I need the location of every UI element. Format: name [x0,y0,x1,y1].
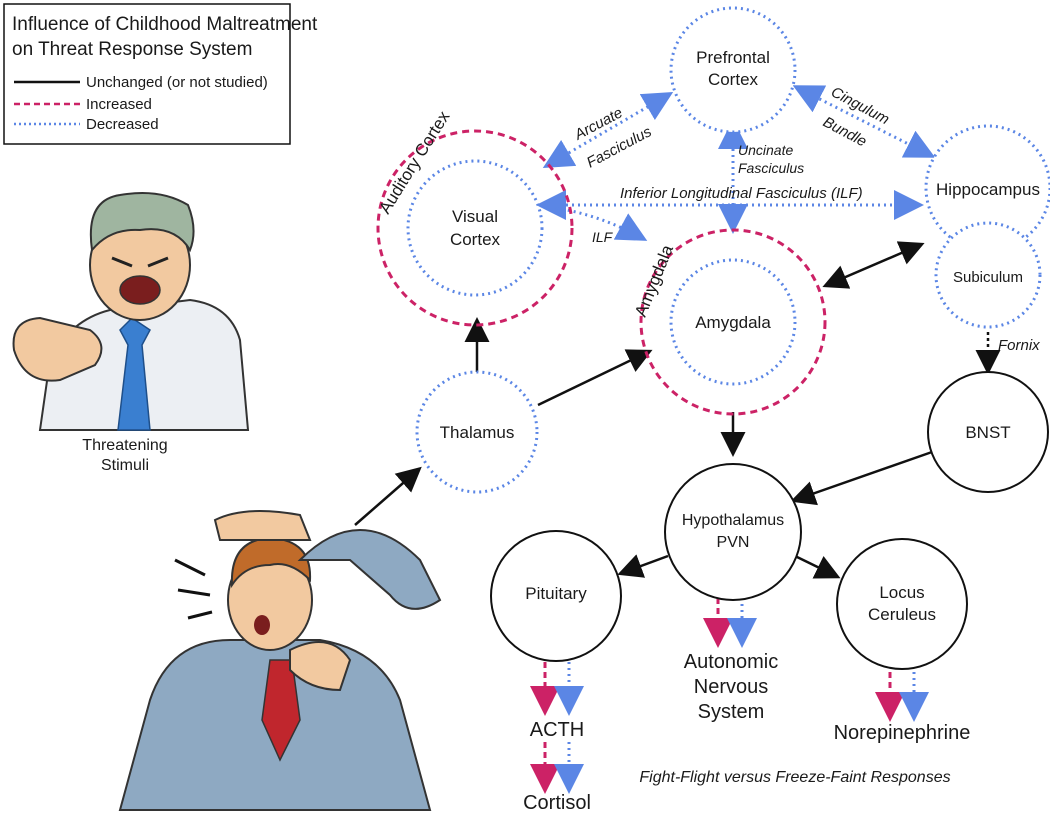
arrow-hypothalamus-to-pituitary [617,554,669,578]
acth-label: ACTH [530,719,584,741]
legend: Influence of Childhood Maltreatment on T… [3,3,318,145]
ilf-long-label: Inferior Longitudinal Fasciculus (ILF) [620,185,863,202]
threat-caption-line2: Stimuli [101,457,149,474]
arrow-amygdala-hippocampus [822,241,925,289]
cingulum-bundle-tract [792,85,936,158]
fornix-label: Fornix [998,337,1040,354]
prefrontal-label-line2: Cortex [708,70,759,89]
legend-label-decreased: Decreased [86,116,159,133]
threatening-figure-illustration: Threatening Stimuli [12,192,250,474]
node-locus-ceruleus [836,538,968,670]
solid-connections [354,241,1001,579]
node-amygdala-outer [639,228,827,416]
node-bnst [927,371,1049,493]
legend-label-increased: Increased [86,96,152,113]
arrow-bnst-to-hypothalamus [790,450,933,506]
node-amygdala [669,258,797,386]
node-subiculum [934,221,1042,329]
pointing-hand-icon [12,316,103,382]
uncinate-label-line1: Uncinate [738,142,793,158]
node-hypothalamus-pvn [664,463,802,601]
ilf-short-label: ILF [592,229,614,245]
bnst-label: BNST [965,423,1010,442]
node-thalamus [415,370,539,494]
uncinate-label-line2: Fasciculus [738,160,804,176]
visual-label-line1: Visual [452,207,498,226]
cortisol-label: Cortisol [523,792,591,813]
pituitary-label: Pituitary [525,584,587,603]
legend-title-line1: Influence of Childhood Maltreatment [12,14,318,35]
hippocampus-label: Hippocampus [936,180,1040,199]
amygdala-outer-label: Amygdala [631,242,677,320]
arrow-hypothalamus-to-locus [794,554,841,579]
cingulum-label-line2: Bundle [820,114,869,151]
ans-label-line3: System [698,701,765,723]
defensive-hand-icon [289,641,352,692]
node-prefrontal-cortex [669,6,797,134]
thalamus-label: Thalamus [440,423,515,442]
arcuate-fasciculus-tract [542,91,674,169]
node-pituitary [490,530,622,662]
legend-title-line2: on Threat Response System [12,39,252,60]
visual-label-line2: Cortex [450,230,501,249]
decreased-connections [536,85,936,241]
legend-box [3,3,291,145]
legend-label-unchanged: Unchanged (or not studied) [86,74,268,91]
tie-icon [117,317,151,431]
subiculum-label: Subiculum [953,269,1023,286]
node-auditory-cortex [376,129,574,327]
arrow-thalamus-to-amygdala [537,349,653,407]
arrow-man-to-thalamus [354,466,422,526]
footer-caption: Fight-Flight versus Freeze-Faint Respons… [639,769,950,786]
frightened-man-illustration [118,510,442,811]
amygdala-label: Amygdala [695,313,771,332]
threat-caption-line1: Threatening [82,437,167,454]
hypothalamus-label-line1: Hypothalamus [682,512,784,529]
locus-label-line2: Ceruleus [868,605,936,624]
raised-hand-icon [213,510,312,542]
locus-label-line1: Locus [879,583,924,602]
ans-label-line1: Autonomic [684,651,779,673]
hypothalamus-label-line2: PVN [717,534,750,551]
norepinephrine-label: Norepinephrine [834,722,971,744]
prefrontal-label-line1: Prefrontal [696,48,770,67]
ans-label-line2: Nervous [694,676,768,698]
output-arrows [530,598,929,794]
node-visual-cortex [406,159,544,297]
output-labels: Autonomic Nervous System ACTH Cortisol N… [523,651,970,813]
